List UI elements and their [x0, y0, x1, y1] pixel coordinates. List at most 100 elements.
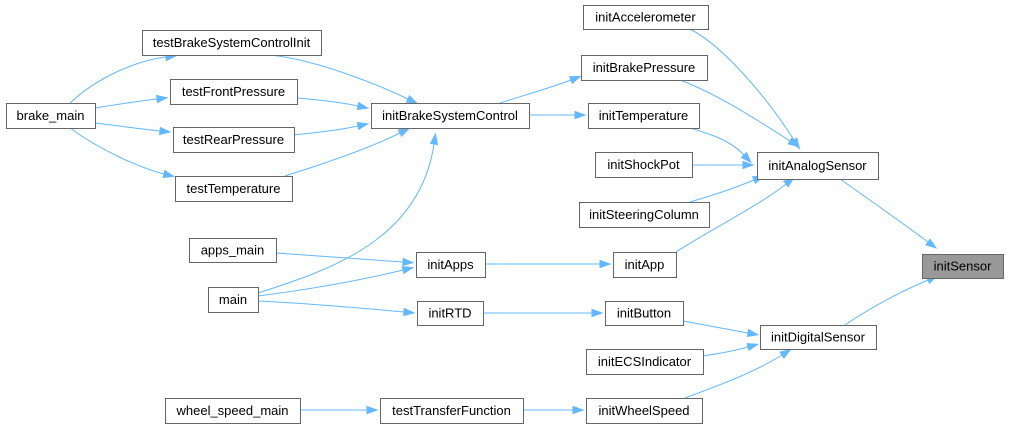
edge-initBrakeSystemControl-to-initTemperature [528, 110, 587, 120]
node-box [371, 103, 530, 129]
edge-testTemperature-to-initBrakeSystemControl [284, 127, 411, 177]
node-label: initWheelSpeed [598, 403, 689, 418]
node-box [760, 325, 877, 350]
edge-main-to-initApps [257, 266, 415, 297]
node-box [175, 176, 293, 202]
node-box [380, 398, 524, 424]
node-initButton[interactable]: initButton [605, 301, 684, 326]
edge-brake_main-to-testTemperature [69, 127, 176, 178]
node-initECSIndicator[interactable]: initECSIndicator [586, 349, 704, 375]
arrowhead [162, 169, 176, 178]
node-apps_main[interactable]: apps_main [189, 238, 277, 263]
node-box [581, 55, 708, 81]
arrowhead [746, 343, 760, 352]
node-label: initDigitalSensor [771, 330, 866, 345]
node-initDigitalSensor[interactable]: initDigitalSensor [760, 325, 877, 350]
node-label: initRTD [428, 306, 471, 321]
node-initApps[interactable]: initApps [416, 252, 486, 278]
edge-testFrontPressure-to-initBrakeSystemControl [296, 97, 370, 110]
arrowhead [572, 405, 585, 415]
node-box [579, 202, 710, 228]
arrowhead [599, 259, 612, 269]
node-main[interactable]: main [208, 287, 259, 313]
edges-layer [69, 28, 939, 415]
node-box [170, 79, 298, 105]
edge-initWheelSpeed-to-initDigitalSensor [684, 348, 792, 399]
node-box [417, 301, 484, 326]
nodes-layer: initSensor initAnalogSensor initDigitalSen… [6, 5, 1004, 424]
node-label: testTransferFunction [392, 403, 511, 418]
edge-apps_main-to-initApps [275, 252, 415, 267]
node-box [613, 252, 677, 278]
node-box [208, 287, 259, 313]
edge-initSteeringColumn-to-initAnalogSensor [689, 175, 765, 203]
node-label: testFrontPressure [182, 84, 285, 99]
edge-initAccelerometer-to-initAnalogSensor [689, 28, 801, 150]
arrowhead [405, 94, 419, 104]
node-label: apps_main [201, 243, 265, 258]
node-initTemperature[interactable]: initTemperature [588, 103, 700, 129]
arrowhead [401, 266, 415, 275]
arrowhead [156, 94, 169, 104]
node-initBrakeSystemControl[interactable]: initBrakeSystemControl [371, 103, 530, 129]
node-box [757, 152, 879, 180]
node-initAccelerometer[interactable]: initAccelerometer [583, 5, 709, 30]
node-label: initButton [617, 306, 671, 321]
edge-wheel_speed_main-to-testTransferFunction [300, 405, 379, 415]
edge-initDigitalSensor-to-initSensor [844, 275, 939, 326]
node-box [586, 349, 704, 375]
edge-testTransferFunction-to-initWheelSpeed [523, 405, 585, 415]
arrowhead [779, 348, 792, 359]
node-label: initAccelerometer [595, 10, 696, 25]
node-box [165, 398, 301, 424]
node-initRTD[interactable]: initRTD [417, 301, 484, 326]
edge-initApps-to-initApp [485, 259, 612, 269]
edge-brake_main-to-testRearPressure [94, 122, 172, 136]
edge-initBrakePressure-to-initAnalogSensor [679, 79, 800, 148]
node-box [6, 103, 96, 129]
node-initShockPot[interactable]: initShockPot [595, 152, 693, 178]
node-label: initSensor [934, 259, 992, 274]
arrowhead [742, 160, 755, 170]
arrowhead [402, 257, 415, 267]
node-label: main [219, 292, 247, 307]
node-label: initShockPot [607, 157, 680, 172]
node-box [605, 301, 684, 326]
node-testFrontPressure[interactable]: testFrontPressure [170, 79, 298, 105]
node-box [583, 5, 709, 30]
arrowhead [740, 151, 752, 164]
node-label: initBrakeSystemControl [382, 108, 518, 123]
node-label: wheel_speed_main [175, 403, 288, 418]
edge-main-to-initRTD [257, 300, 416, 317]
node-brake_main[interactable]: brake_main [6, 103, 96, 129]
node-label: testTemperature [187, 181, 281, 196]
edge-initECSIndicator-to-initDigitalSensor [702, 343, 760, 357]
node-testRearPressure[interactable]: testRearPressure [173, 127, 295, 153]
arrowhead [925, 238, 938, 249]
node-initApp[interactable]: initApp [613, 252, 677, 278]
node-initBrakePressure[interactable]: initBrakePressure [581, 55, 708, 81]
arrowhead [397, 127, 411, 137]
node-testTemperature[interactable]: testTemperature [175, 176, 293, 202]
node-testBrakeSystemControlInit[interactable]: testBrakeSystemControlInit [142, 30, 322, 56]
node-testTransferFunction[interactable]: testTransferFunction [380, 398, 524, 424]
node-wheel_speed_main[interactable]: wheel_speed_main [165, 398, 301, 424]
node-initWheelSpeed[interactable]: initWheelSpeed [586, 398, 703, 424]
arrowhead [403, 307, 416, 317]
node-label: initBrakePressure [593, 60, 696, 75]
node-initSteeringColumn[interactable]: initSteeringColumn [579, 202, 710, 228]
arrowhead [591, 308, 604, 318]
arrowhead [574, 110, 587, 120]
edge-initBrakeSystemControl-to-initBrakePressure [499, 75, 582, 104]
edge-brake_main-to-testFrontPressure [94, 94, 169, 109]
node-box [173, 127, 295, 153]
node-initSensor[interactable]: initSensor [922, 254, 1004, 279]
node-box [595, 152, 693, 178]
node-initAnalogSensor[interactable]: initAnalogSensor [757, 152, 879, 180]
edge-initTemperature-to-initAnalogSensor [689, 127, 752, 164]
node-box [189, 238, 277, 263]
node-box [588, 103, 700, 129]
node-label: brake_main [17, 108, 85, 123]
arrowhead [159, 126, 172, 136]
